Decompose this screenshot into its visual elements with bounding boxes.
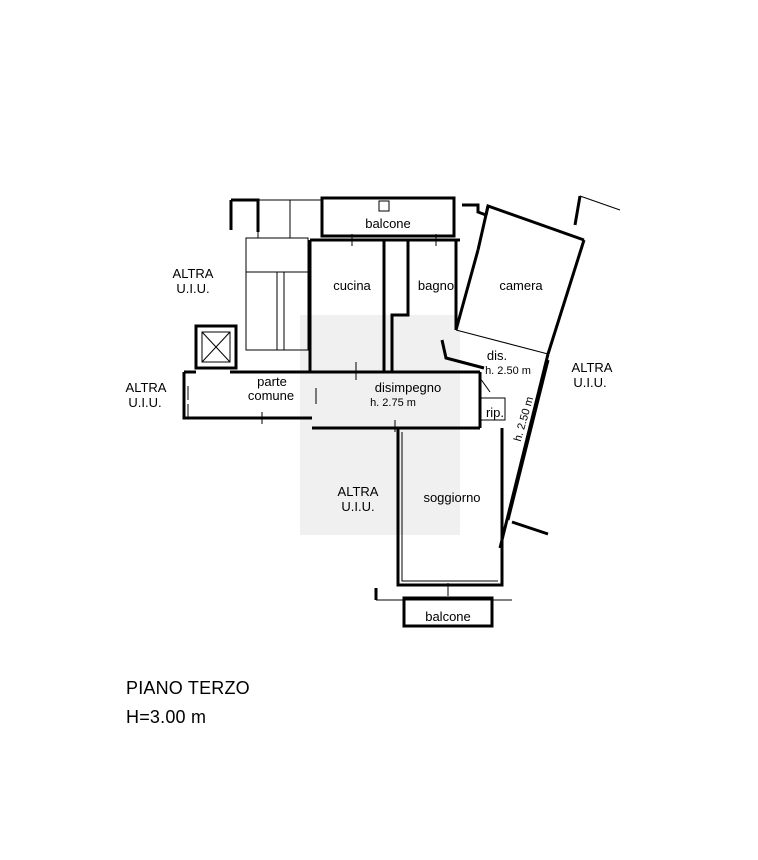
neighbor-label-bottom: ALTRA U.I.U. <box>338 484 379 514</box>
room-label-balcone-bottom: balcone <box>425 609 471 624</box>
neighbor-uiu: U.I.U. <box>176 281 209 296</box>
floor-name: PIANO TERZO <box>126 678 250 698</box>
neighbor-altra: ALTRA <box>572 360 613 375</box>
neighbor-altra: ALTRA <box>338 484 379 499</box>
room-label-parte: parte <box>257 374 287 389</box>
room-label-cucina: cucina <box>333 278 371 293</box>
neighbor-label-right: ALTRA U.I.U. <box>572 360 613 390</box>
room-label-rip: rip. <box>486 405 504 420</box>
neighbor-uiu: U.I.U. <box>128 395 161 410</box>
room-label-camera: camera <box>499 278 543 293</box>
stair-treads <box>246 271 308 350</box>
room-height-dis: h. 2.50 m <box>485 365 531 377</box>
room-label-disimpegno: disimpegno <box>375 380 442 395</box>
neighbor-uiu: U.I.U. <box>573 375 606 390</box>
walls <box>182 195 621 628</box>
neighbor-uiu: U.I.U. <box>341 499 374 514</box>
room-label-balcone-top: balcone <box>365 216 411 231</box>
neighbor-altra: ALTRA <box>126 380 167 395</box>
neighbor-altra: ALTRA <box>173 266 214 281</box>
room-label-dis: dis. <box>487 348 507 363</box>
room-label-soggiorno: soggiorno <box>423 490 480 505</box>
door-marks <box>187 234 491 596</box>
neighbor-label-top-left: ALTRA U.I.U. <box>173 266 214 296</box>
room-label-bagno: bagno <box>418 278 454 293</box>
floor-height: H=3.00 m <box>126 707 207 727</box>
neighbor-label-left: ALTRA U.I.U. <box>126 380 167 410</box>
room-height-disimpegno: h. 2.75 m <box>370 397 416 409</box>
room-label-comune: comune <box>248 388 294 403</box>
watermark-logo <box>300 315 460 535</box>
